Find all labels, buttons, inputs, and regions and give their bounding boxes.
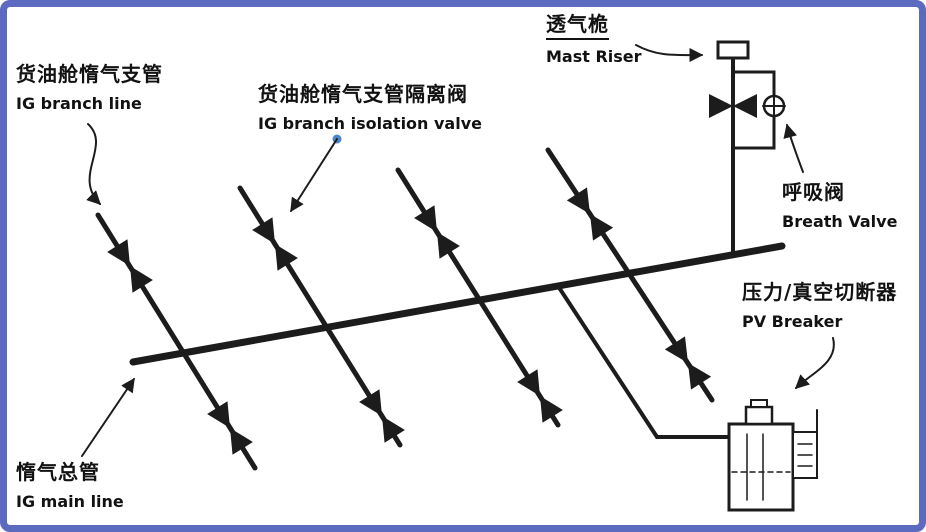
label-mast-riser-en: Mast Riser bbox=[546, 47, 642, 66]
label-ig-main-line-zh: 惰气总管 bbox=[16, 460, 100, 484]
label-ig-main-line-en: IG main line bbox=[16, 492, 124, 511]
pv-breaker-cap-top bbox=[750, 399, 768, 408]
ig-main-line-graphic bbox=[129, 242, 786, 366]
pv-breaker-tank bbox=[727, 422, 795, 512]
label-mast-riser: 透气桅 Mast Riser bbox=[546, 8, 642, 66]
valve-symbol bbox=[516, 368, 564, 424]
label-pv-breaker: 压力/真空切断器 PV Breaker bbox=[742, 276, 897, 331]
label-breath-valve-zh: 呼吸阀 bbox=[782, 180, 845, 204]
pointer-ig-main-line bbox=[81, 377, 135, 457]
label-ig-branch-isolation-valve-en: IG branch isolation valve bbox=[258, 114, 482, 133]
label-mast-riser-zh: 透气桅 bbox=[546, 8, 609, 40]
valve-symbol bbox=[664, 335, 712, 391]
label-pv-breaker-en: PV Breaker bbox=[742, 312, 843, 331]
label-ig-branch-line-zh: 货油舱惰气支管 bbox=[16, 62, 163, 86]
pv-breaker-cap bbox=[744, 405, 774, 426]
pointer-pv-breaker bbox=[794, 337, 835, 389]
label-ig-branch-isolation-valve-zh: 货油舱惰气支管隔离阀 bbox=[258, 82, 468, 106]
label-ig-branch-line: 货油舱惰气支管 IG branch line bbox=[16, 58, 163, 113]
label-ig-main-line: 惰气总管 IG main line bbox=[16, 456, 124, 511]
pv-breaker-pipe bbox=[556, 284, 731, 439]
pointer-arrows bbox=[81, 44, 835, 457]
breath-valve-symbol bbox=[762, 94, 786, 118]
pointer-isolation-valve bbox=[290, 138, 338, 213]
mast-riser-graphic bbox=[708, 40, 786, 257]
valve-symbol bbox=[251, 216, 299, 272]
ig-branch-lines-graphic bbox=[95, 147, 715, 471]
valve-symbol bbox=[106, 238, 154, 294]
valve-symbol bbox=[566, 186, 614, 242]
label-pv-breaker-zh: 压力/真空切断器 bbox=[742, 280, 898, 304]
pointer-ig-branch-line bbox=[86, 123, 101, 205]
valve-symbol bbox=[413, 204, 461, 260]
valve-symbol bbox=[358, 388, 406, 444]
pointer-mast-riser bbox=[635, 44, 704, 63]
label-breath-valve: 呼吸阀 Breath Valve bbox=[782, 176, 897, 231]
pv-breaker-gauge bbox=[792, 431, 818, 479]
label-ig-branch-line-en: IG branch line bbox=[16, 94, 142, 113]
branch-valves bbox=[106, 186, 712, 456]
label-ig-branch-isolation-valve: 货油舱惰气支管隔离阀 IG branch isolation valve bbox=[258, 78, 482, 133]
mast-riser-head bbox=[716, 40, 750, 60]
valve-symbol bbox=[206, 400, 254, 456]
pointer-breath-valve bbox=[783, 123, 804, 173]
label-breath-valve-en: Breath Valve bbox=[782, 212, 898, 231]
pv-breaker-graphic bbox=[556, 284, 818, 512]
